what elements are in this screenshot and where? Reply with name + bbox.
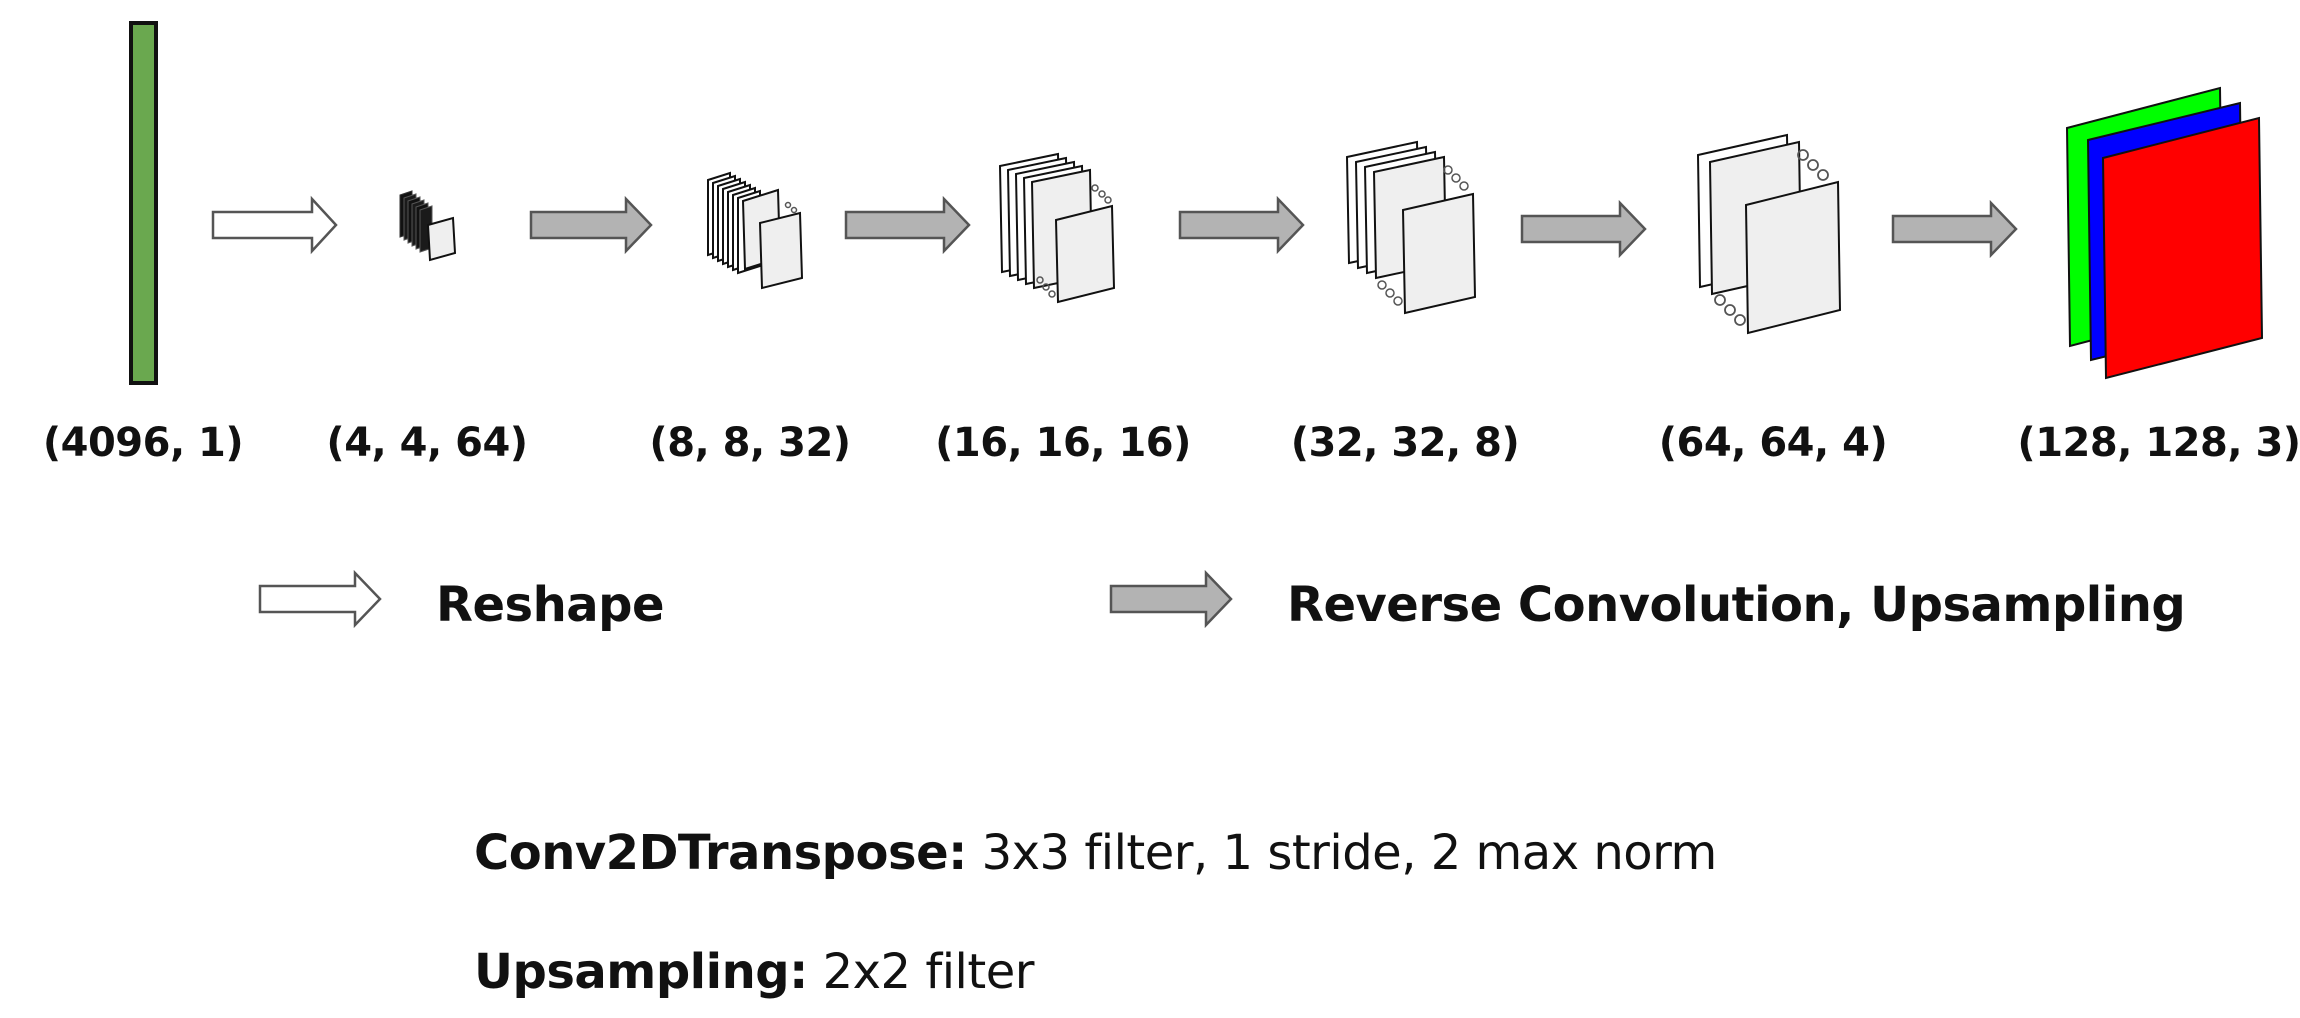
feature-map-stack-8x8x32 — [707, 171, 804, 290]
upsample-arrow-4 — [1520, 199, 1647, 259]
spec-key: Conv2DTranspose: — [474, 825, 967, 881]
layer-shape-label-6: (64, 64, 4) — [1658, 420, 1888, 466]
upsample-arrow-2 — [844, 195, 971, 255]
layer-shape-label-4: (16, 16, 16) — [935, 420, 1191, 466]
legend-upsample-arrow — [1109, 569, 1233, 629]
layer-shape-label-3: (8, 8, 32) — [649, 420, 851, 466]
feature-map-stack-4x4x64 — [399, 190, 457, 262]
legend-upsample-label: Reverse Convolution, Upsampling — [1287, 577, 2186, 633]
feature-map-stack-16x16x16 — [998, 152, 1116, 304]
legend-reshape-label: Reshape — [436, 577, 665, 633]
spec-value: 3x3 filter, 1 stride, 2 max norm — [966, 825, 1718, 881]
spec-key: Upsampling: — [474, 944, 808, 1000]
spec-upsampling: Upsampling: 2x2 filter — [474, 944, 1034, 1000]
upsample-arrow-1 — [529, 195, 653, 255]
rgb-output-layer — [2065, 86, 2264, 380]
upsample-arrow-3 — [1178, 195, 1305, 255]
layer-shape-label-7: (128, 128, 3) — [2017, 420, 2300, 466]
layer-shape-label-2: (4, 4, 64) — [326, 420, 528, 466]
feature-map-stack-64x64x4 — [1696, 133, 1842, 335]
upsample-arrow-5 — [1891, 199, 2018, 259]
feature-map-stack-32x32x8 — [1345, 140, 1477, 315]
reshape-arrow — [211, 195, 338, 255]
input-vector-layer — [129, 21, 158, 385]
layer-shape-label-5: (32, 32, 8) — [1290, 420, 1520, 466]
spec-value: 2x2 filter — [807, 944, 1035, 1000]
legend-reshape-arrow — [258, 569, 382, 629]
red-channel — [2101, 116, 2264, 380]
spec-conv2dtranspose: Conv2DTranspose: 3x3 filter, 1 stride, 2… — [474, 825, 1717, 881]
input-vector-bar — [129, 21, 158, 385]
layer-shape-label-1: (4096, 1) — [42, 420, 244, 466]
